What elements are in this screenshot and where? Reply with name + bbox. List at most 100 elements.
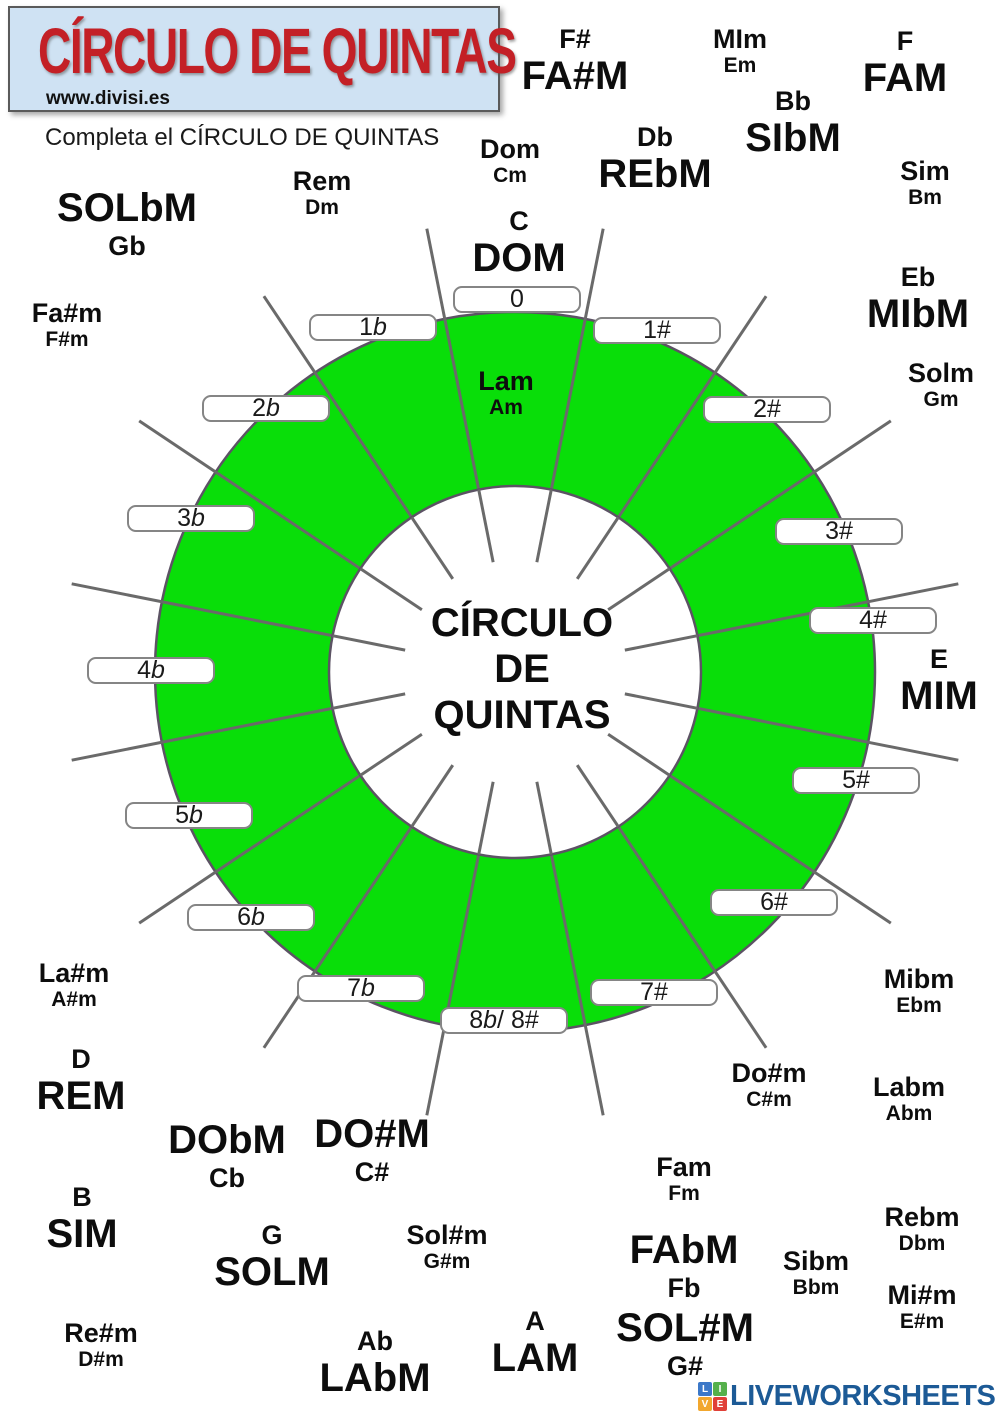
chip-line-secondary: REbM — [598, 152, 712, 197]
chip-line-secondary: FAM — [862, 56, 948, 101]
liveworksheets-logo-text: LIVEWORKSHEETS — [730, 1380, 996, 1412]
chip-line-secondary: G# — [666, 1350, 704, 1381]
sector-divider-line-inner — [607, 732, 671, 777]
sector-divider-line-inner — [410, 516, 455, 580]
chip-line-secondary: E#m — [899, 1310, 945, 1334]
diagram-center-title: CÍRCULO DE QUINTAS — [431, 600, 613, 738]
chip-line-secondary: D#m — [78, 1348, 124, 1372]
logo-square-v: V — [698, 1397, 712, 1411]
sector-divider-line-inner — [535, 781, 553, 855]
chip-line-primary: MIm — [713, 24, 767, 54]
chip-line-primary: F — [896, 26, 914, 56]
chip-line-primary: Ab — [356, 1326, 393, 1356]
key-label-lam-am: Lam Am — [478, 366, 534, 420]
chip-line-primary: Db — [636, 122, 673, 152]
answer-slot-4sharp[interactable]: 4# — [809, 606, 937, 634]
chip-line-primary: DO#M — [314, 1112, 430, 1156]
chip-line-secondary: A#m — [51, 988, 97, 1012]
answer-slot-5sharp[interactable]: 5# — [792, 766, 920, 794]
chip-line-primary: Sibm — [782, 1246, 850, 1276]
key-label-c-dom: C DOM — [472, 206, 565, 281]
chip-fsharp[interactable]: F#FA#M — [522, 24, 629, 99]
chip-line-secondary: F#m — [45, 328, 89, 352]
sector-divider-line-inner — [624, 634, 698, 652]
instruction-text: Completa el CÍRCULO DE QUINTAS — [45, 124, 440, 151]
chip-line-primary: Sol#m — [406, 1220, 488, 1250]
answer-slot-2sharp[interactable]: 2# — [703, 395, 831, 423]
answer-slot-0[interactable]: 0 — [453, 285, 581, 313]
chip-line-primary: Solm — [907, 358, 975, 388]
answer-slot-7sharp[interactable]: 7# — [590, 978, 718, 1006]
chip-line-primary: SOLbM — [57, 186, 197, 230]
answer-slot-6sharp[interactable]: 6# — [710, 888, 838, 916]
chip-line-primary: Mi#m — [887, 1280, 957, 1310]
chip-line-primary: A — [525, 1306, 545, 1336]
sector-divider-line-inner — [332, 634, 406, 652]
chip-line-secondary: MIbM — [866, 292, 970, 337]
chip-line-secondary: REM — [36, 1074, 126, 1119]
sector-divider-line-inner — [359, 732, 423, 777]
chip-line-primary: Bb — [774, 86, 811, 116]
chip-line-secondary: Ebm — [896, 994, 942, 1018]
answer-slot-1sharp[interactable]: 1# — [593, 316, 721, 344]
chip-line-secondary: Bbm — [792, 1276, 840, 1300]
chip-line-secondary: Em — [723, 54, 757, 78]
sector-divider-line-inner — [477, 781, 495, 855]
sector-divider-line-inner — [477, 489, 495, 563]
page-title: CÍRCULO DE QUINTAS — [38, 15, 517, 87]
center-title-line3: QUINTAS — [433, 693, 611, 737]
chip-line-secondary: Dbm — [898, 1232, 946, 1256]
chip-line-secondary: Cm — [493, 164, 527, 188]
sector-divider-line-inner — [332, 692, 406, 710]
answer-slot-3sharp[interactable]: 3# — [775, 517, 903, 545]
chip-line-secondary: C#m — [746, 1088, 792, 1112]
chip-line-primary: DObM — [168, 1118, 286, 1162]
key-name: DOM — [472, 236, 566, 281]
relative-minor-letter: Am — [489, 396, 523, 420]
chip-line-secondary: Dm — [305, 196, 339, 220]
chip-line-secondary: MIM — [900, 674, 978, 719]
chip-line-primary: Rebm — [884, 1202, 960, 1232]
